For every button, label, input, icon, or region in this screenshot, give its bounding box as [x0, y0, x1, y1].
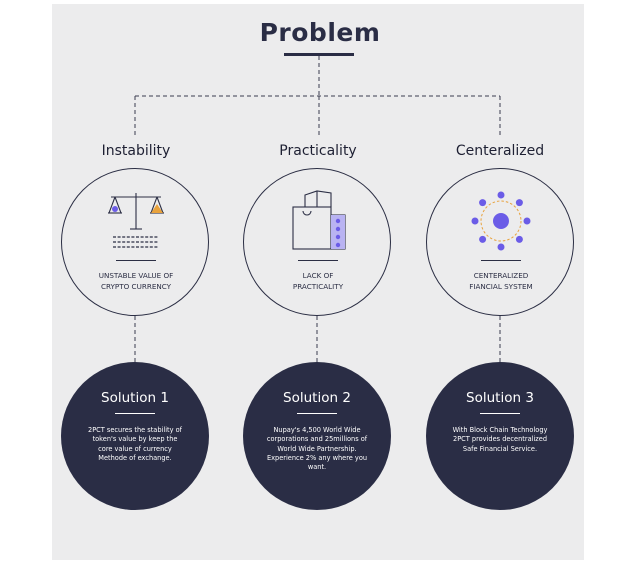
- page-title: Problem: [259, 18, 381, 47]
- divider: [480, 413, 520, 414]
- caption-centeralized: CENTERALIZED FIANCIAL SYSTEM: [469, 271, 533, 291]
- solution-title: Solution 1: [101, 390, 169, 406]
- balance-scale-icon: [108, 193, 164, 248]
- divider: [481, 260, 521, 261]
- solution-circle-1: Solution 1 2PCT secures the stability of…: [61, 362, 209, 510]
- solution-text: With Block Chain Technology 2PCT provide…: [452, 426, 548, 453]
- heading-practicality: Practicality: [279, 143, 357, 159]
- heading-centeralized: Centeralized: [455, 143, 545, 159]
- solution-text: Nupay's 4,500 World Wide corporations an…: [266, 426, 368, 472]
- problem-circle-practicality: LACK OF PRACTICALITY: [243, 168, 391, 316]
- solution-circle-3: Solution 3 With Block Chain Technology 2…: [426, 362, 574, 510]
- solution-text: 2PCT secures the stability of token's va…: [88, 426, 182, 462]
- caption-practicality: LACK OF PRACTICALITY: [292, 271, 344, 291]
- divider: [298, 260, 338, 261]
- divider: [297, 413, 337, 414]
- solution-circle-2: Solution 2 Nupay's 4,500 World Wide corp…: [243, 362, 391, 510]
- centralized-network-icon: [471, 191, 531, 251]
- divider: [116, 260, 156, 261]
- problem-circle-instability: UNSTABLE VALUE OF CRYPTO CURRENCY: [61, 168, 209, 316]
- heading-instability: Instability: [101, 143, 171, 159]
- caption-instability: UNSTABLE VALUE OF CRYPTO CURRENCY: [98, 271, 174, 291]
- title-underline: [284, 53, 354, 56]
- divider: [115, 413, 155, 414]
- solution-title: Solution 2: [283, 390, 351, 406]
- shopping-bag-icon: [292, 190, 346, 250]
- solution-title: Solution 3: [466, 390, 534, 406]
- problem-circle-centeralized: CENTERALIZED FIANCIAL SYSTEM: [426, 168, 574, 316]
